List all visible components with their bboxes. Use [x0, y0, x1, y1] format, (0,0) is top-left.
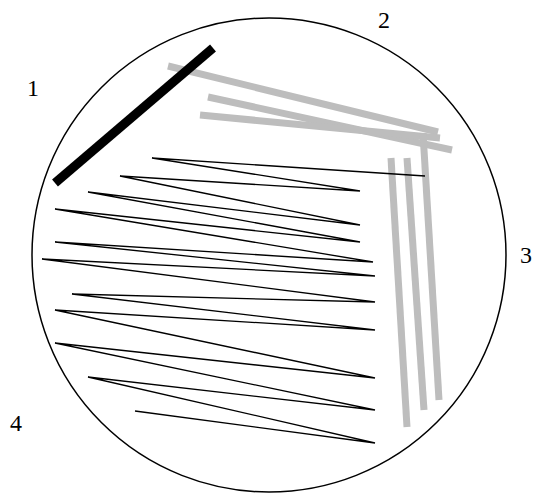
streak-area-3: [391, 133, 439, 427]
petri-dish-outline: [32, 18, 506, 492]
streak-area-2: [168, 66, 452, 150]
zone-number: 4: [10, 411, 22, 435]
streak-area-4: [42, 158, 425, 443]
streak-area-1: [55, 48, 213, 183]
zone-number: 2: [378, 8, 390, 32]
zone-number: 3: [520, 243, 532, 267]
zone-number: 1: [27, 76, 39, 100]
